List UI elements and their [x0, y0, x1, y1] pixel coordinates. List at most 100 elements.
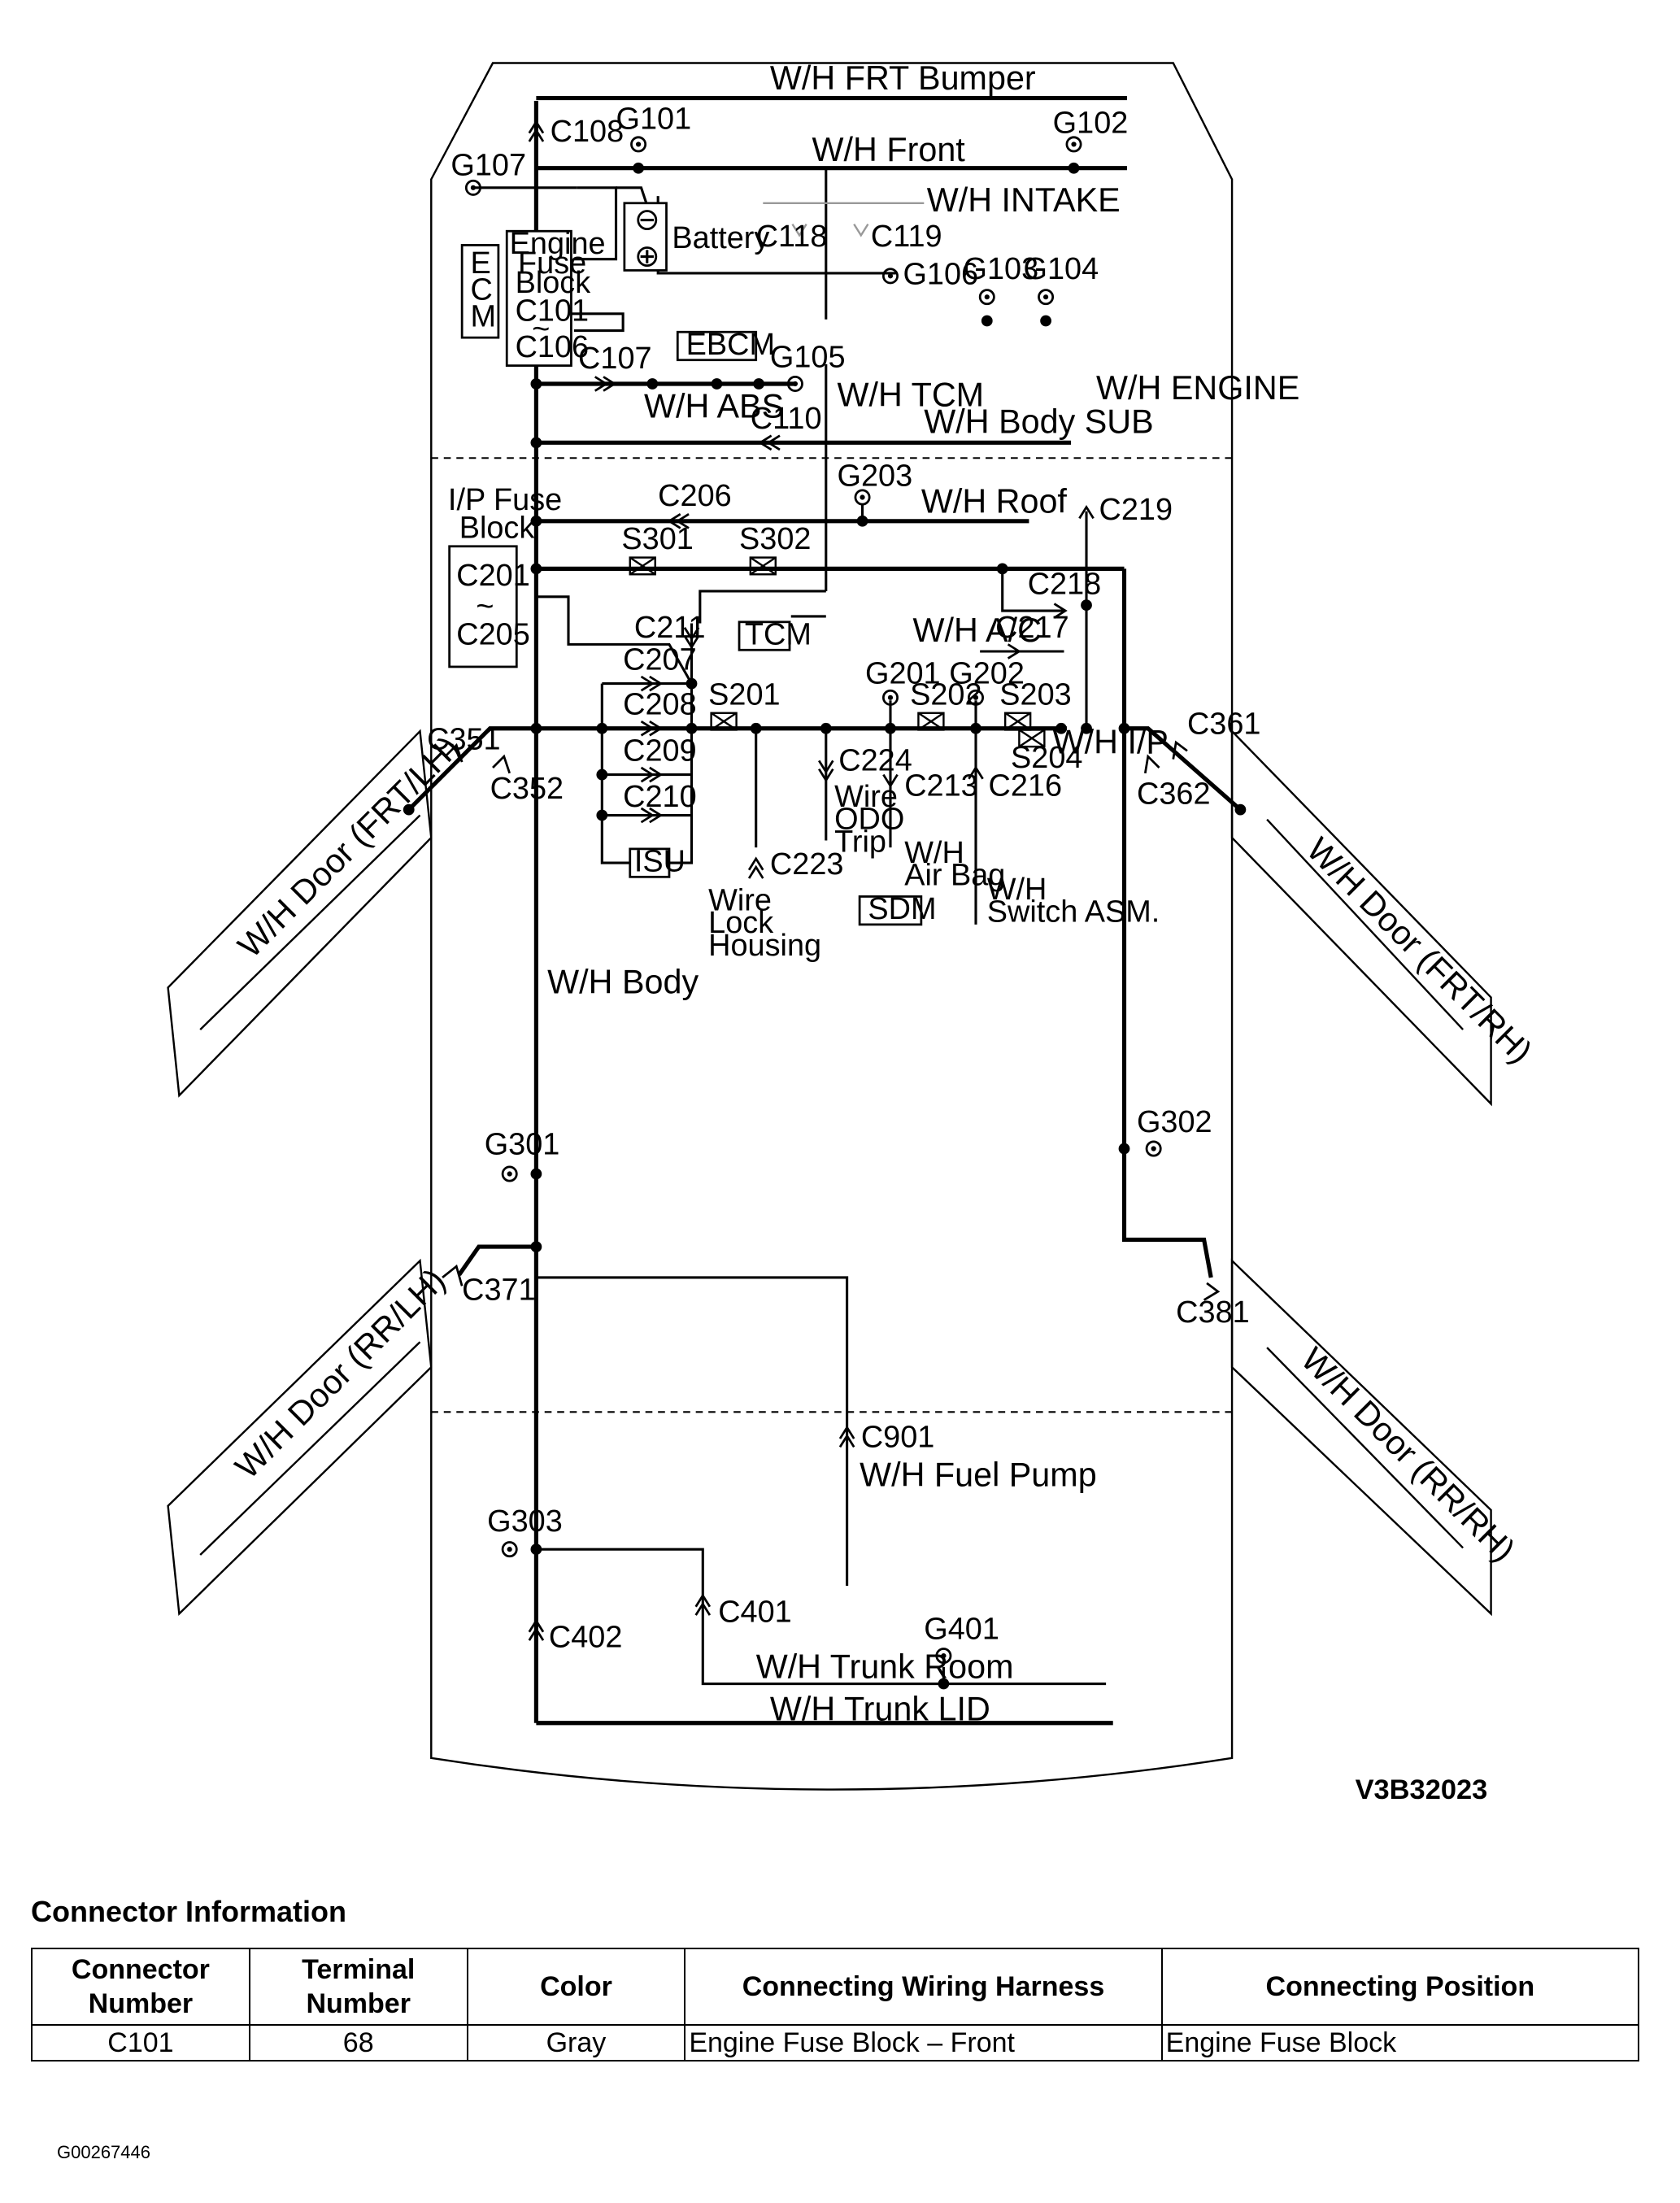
label-efb-3: Block — [516, 266, 591, 300]
label-wire-lock-housing-1: Wire — [708, 884, 772, 918]
label-ecm-e: E — [470, 246, 490, 281]
label-wh-frt-bumper: W/H FRT Bumper — [770, 59, 1036, 97]
label-wh-fuel-pump: W/H Fuel Pump — [860, 1456, 1097, 1494]
label-c207: C207 — [623, 642, 697, 677]
label-ip-fuse-block-1: I/P Fuse — [448, 483, 562, 517]
figure-id: V3B32023 — [1356, 1774, 1488, 1805]
connector-chevrons — [442, 120, 1221, 1641]
label-g203: G203 — [838, 459, 913, 494]
label-g303: G303 — [487, 1504, 563, 1539]
col-connecting-harness: Connecting Wiring Harness — [684, 1948, 1163, 2026]
ground-dots — [470, 141, 1156, 1659]
vehicle-outline — [430, 62, 1234, 1791]
label-c209: C209 — [623, 734, 697, 768]
label-tcm: TCM — [745, 617, 812, 651]
label-c107: C107 — [578, 342, 652, 376]
splice-boxes — [629, 556, 1046, 748]
label-wh-switch-asm-2: Switch ASM. — [987, 895, 1160, 929]
label-c210: C210 — [623, 780, 697, 814]
label-c119: C119 — [871, 220, 942, 254]
label-c216: C216 — [988, 768, 1062, 803]
label-c224: C224 — [838, 743, 912, 777]
label-g104: G104 — [1024, 252, 1099, 286]
label-c352: C352 — [490, 772, 564, 806]
label-efb-2: Fuse — [518, 246, 586, 281]
label-g105: G105 — [770, 340, 846, 374]
battery-plus-icon: ⊕ — [634, 239, 660, 273]
label-wh-engine: W/H ENGINE — [1096, 369, 1299, 407]
label-c110: C110 — [751, 402, 822, 436]
cell-color: Gray — [466, 2024, 686, 2062]
col-color: Color — [466, 1948, 686, 2026]
label-wh-tcm: W/H TCM — [838, 377, 985, 414]
label-wh-trunk-room: W/H Trunk Room — [756, 1648, 1014, 1686]
document-id: G00267446 — [57, 2142, 150, 2162]
label-g106: G106 — [903, 258, 978, 292]
label-s204: S204 — [1011, 741, 1082, 775]
label-ecm-c: C — [470, 273, 492, 307]
table-row: C101 68 Gray Engine Fuse Block – Front E… — [31, 2024, 1640, 2062]
label-c223: C223 — [770, 847, 844, 882]
label-efb-5: ~ — [532, 312, 550, 346]
connector-info-title: Connector Information — [31, 1895, 346, 1928]
label-c219: C219 — [1099, 493, 1173, 527]
label-c371: C371 — [462, 1273, 536, 1308]
junction-dots — [403, 162, 1247, 1690]
label-g107: G107 — [450, 148, 526, 182]
label-isu: ISU — [634, 844, 685, 878]
label-c361: C361 — [1187, 707, 1261, 742]
label-c217: C217 — [995, 611, 1069, 645]
label-s203: S203 — [999, 677, 1071, 712]
connector-info-table: Connector Number Terminal Number Color C… — [31, 1948, 1640, 2062]
label-c213: C213 — [904, 768, 978, 803]
col-connector-number: Connector Number — [31, 1948, 250, 2026]
harness-routing-diagram: W/H FRT Bumper W/H Front W/H INTAKE W/H … — [167, 59, 1539, 1805]
label-ecm-m: M — [470, 299, 496, 333]
label-wire-odo-trip-1: Wire — [834, 780, 898, 814]
label-c351: C351 — [427, 723, 501, 757]
label-c211: C211 — [634, 611, 706, 645]
label-s202: S202 — [910, 677, 981, 712]
label-wh-door-rr-lh: W/H Door (RR/LH) — [228, 1261, 452, 1486]
label-wh-ip: W/H I/P — [1053, 724, 1169, 761]
label-c218: C218 — [1028, 567, 1102, 601]
label-efb-4: C101 — [516, 294, 590, 328]
label-wh-switch-asm-1: W/H — [987, 873, 1047, 907]
label-c206: C206 — [658, 479, 732, 513]
label-g301: G301 — [485, 1127, 560, 1161]
label-g401: G401 — [924, 1612, 999, 1646]
label-ebcm: EBCM — [686, 328, 775, 362]
label-wh-front: W/H Front — [812, 131, 966, 168]
label-ip-fuse-c205: C205 — [456, 617, 530, 651]
label-g302: G302 — [1137, 1105, 1212, 1139]
label-g201: G201 — [865, 657, 941, 691]
label-wh-body-sub: W/H Body SUB — [924, 403, 1153, 440]
component-boxes — [448, 202, 923, 926]
label-c402: C402 — [549, 1621, 623, 1655]
label-ip-fuse-tilde: ~ — [476, 590, 494, 624]
label-wh-roof: W/H Roof — [921, 482, 1068, 520]
label-wire-odo-trip-3: Trip — [834, 825, 886, 859]
label-c108: C108 — [551, 115, 625, 149]
section-dividers — [431, 457, 1233, 1413]
ground-symbols — [464, 136, 1162, 1665]
label-s301: S301 — [621, 522, 693, 556]
label-ip-fuse-c201: C201 — [456, 559, 530, 593]
label-s302: S302 — [739, 522, 811, 556]
label-wh-door-frt-rh: W/H Door (FRT/RH) — [1299, 830, 1539, 1070]
battery-minus-icon: ⊖ — [634, 202, 660, 237]
label-c118: C118 — [756, 220, 828, 254]
label-efb-6: C106 — [516, 330, 590, 364]
label-c381: C381 — [1176, 1295, 1250, 1330]
label-ip-fuse-block-2: Block — [459, 511, 535, 545]
label-wh-body: W/H Body — [547, 963, 699, 1000]
cell-connecting-position: Engine Fuse Block — [1160, 2024, 1640, 2062]
label-wire-lock-housing-2: Lock — [708, 906, 773, 940]
label-g101: G101 — [616, 102, 692, 136]
label-sdm: SDM — [868, 892, 936, 926]
label-efb-1: Engine — [510, 227, 606, 261]
label-wh-intake: W/H INTAKE — [927, 181, 1121, 219]
label-g102: G102 — [1053, 107, 1129, 141]
label-wire-lock-housing-3: Housing — [708, 929, 821, 963]
cell-terminal-number: 68 — [248, 2024, 468, 2062]
